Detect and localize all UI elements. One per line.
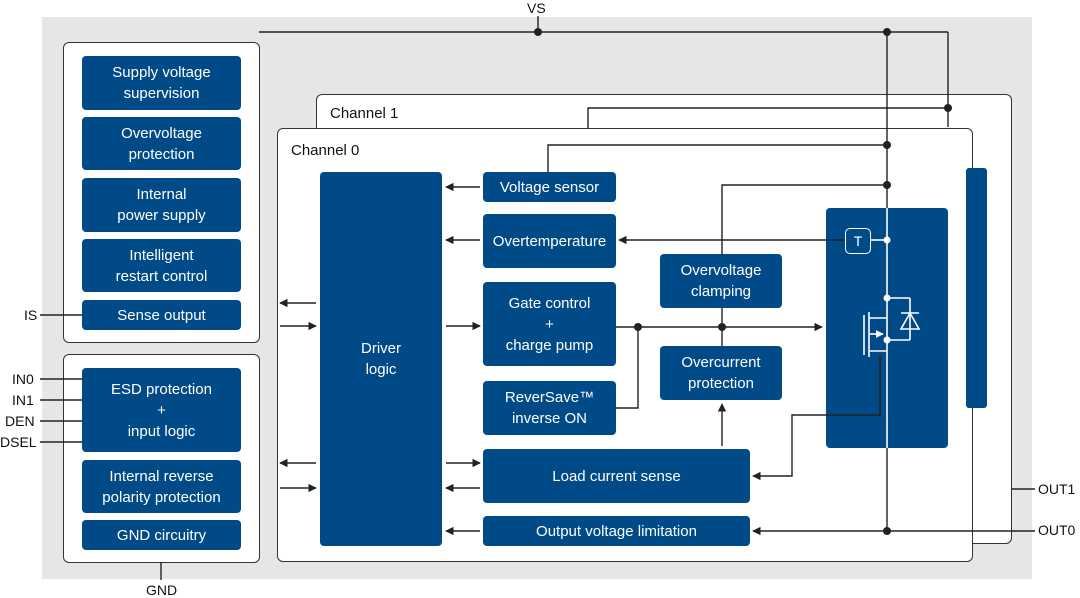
- junction-dot: [944, 104, 952, 112]
- supply-voltage-supervision-block: Supply voltage supervision: [82, 56, 241, 110]
- pin-in0: IN0: [12, 371, 34, 387]
- esd-protection-input-logic-block: ESD protection + input logic: [82, 368, 241, 452]
- overvoltage-clamping-block: Overvoltage clamping: [660, 254, 782, 308]
- reversave-wire: [616, 327, 639, 409]
- pin-gnd: GND: [146, 582, 178, 598]
- voltage-sensor-wire: [547, 144, 887, 172]
- voltage-sensor-block: Voltage sensor: [483, 172, 616, 202]
- internal-reverse-polarity-protection-block: Internal reverse polarity protection: [82, 460, 241, 513]
- junction-dot: [883, 294, 891, 302]
- pin-dsel: DSEL: [0, 434, 37, 450]
- clamp-drain-wire: [721, 184, 887, 254]
- junction-dot: [883, 181, 891, 189]
- intelligent-restart-control-block: Intelligent restart control: [82, 239, 241, 292]
- pin-out1: OUT1: [1038, 481, 1076, 497]
- gate-control-charge-pump-block: Gate control + charge pump: [483, 282, 616, 366]
- pin-out0: OUT0: [1038, 522, 1076, 538]
- channel-1-power-stage: [966, 168, 987, 408]
- sense-output-block: Sense output: [82, 300, 241, 330]
- overcurrent-protection-block: Overcurrent protection: [660, 346, 782, 400]
- junction-dot: [883, 336, 891, 344]
- overvoltage-protection-block: Overvoltage protection: [82, 117, 241, 170]
- reversave-inverse-on-block: ReverSave™ inverse ON: [483, 381, 616, 435]
- sense-current-arrow: [752, 355, 881, 481]
- overtemperature-block: Overtemperature: [483, 214, 616, 268]
- junction-dot: [883, 527, 891, 535]
- pin-is: IS: [24, 307, 38, 323]
- pin-vs: VS: [527, 0, 546, 16]
- driver-logic-block: Driver logic: [320, 172, 442, 546]
- channel-0-label: Channel 0: [291, 142, 360, 159]
- internal-power-supply-block: Internal power supply: [82, 178, 241, 232]
- load-current-sense-block: Load current sense: [483, 449, 750, 503]
- junction-dot: [534, 28, 542, 36]
- output-voltage-limitation-block: Output voltage limitation: [483, 516, 750, 546]
- pin-in1: IN1: [12, 392, 34, 408]
- temperature-sensor-icon: T: [845, 228, 871, 254]
- junction-dot: [883, 28, 891, 36]
- channel1-sense-wire: [587, 107, 948, 128]
- gnd-circuitry-block: GND circuitry: [82, 520, 241, 550]
- mosfet-icon: [863, 208, 921, 448]
- pin-den: DEN: [5, 413, 35, 429]
- channel-1-label: Channel 1: [330, 105, 399, 122]
- junction-dot: [718, 323, 726, 331]
- junction-dot: [634, 323, 642, 331]
- junction-dot: [883, 141, 891, 149]
